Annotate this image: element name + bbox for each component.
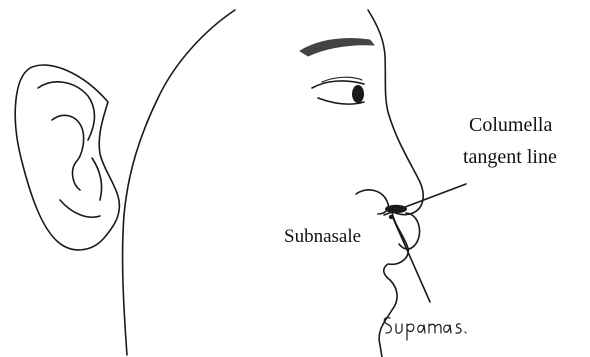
upper-lip-tangent-line (393, 218, 430, 302)
eyebrow (300, 38, 374, 56)
ear-outline (15, 65, 119, 250)
nasolabial-angle-arc (399, 213, 420, 249)
nasal-ala (356, 190, 388, 214)
nostril (385, 205, 407, 213)
ear-lobe-crease (60, 200, 100, 217)
subnasale-label: Subnasale (284, 226, 361, 248)
ear-tragus (92, 158, 102, 200)
ear-concha (52, 115, 84, 190)
artist-signature (380, 312, 470, 342)
columella-label-line-1: Columella (469, 114, 552, 137)
ear-helix (38, 82, 94, 140)
columella-label-line-2: tangent line (463, 146, 557, 169)
face-profile (368, 10, 423, 357)
subnasale-point (389, 215, 393, 219)
iris (352, 85, 364, 103)
head-contour (123, 10, 235, 355)
